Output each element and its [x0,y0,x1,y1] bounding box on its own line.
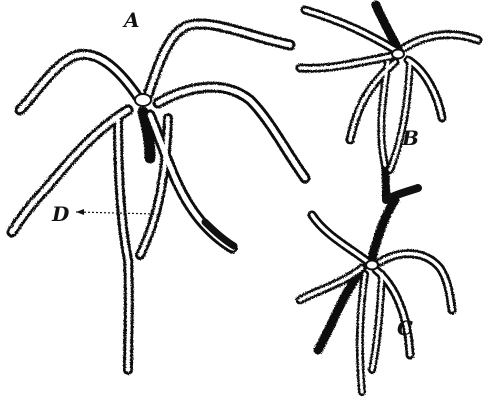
label-d: D [52,204,69,224]
polyp-b [300,5,478,200]
polyp-c [300,200,452,392]
label-a: A [124,10,140,30]
pointer-line-d [76,212,156,214]
polyp-a [12,24,305,370]
label-c: C [397,318,413,338]
label-b: B [402,128,419,148]
